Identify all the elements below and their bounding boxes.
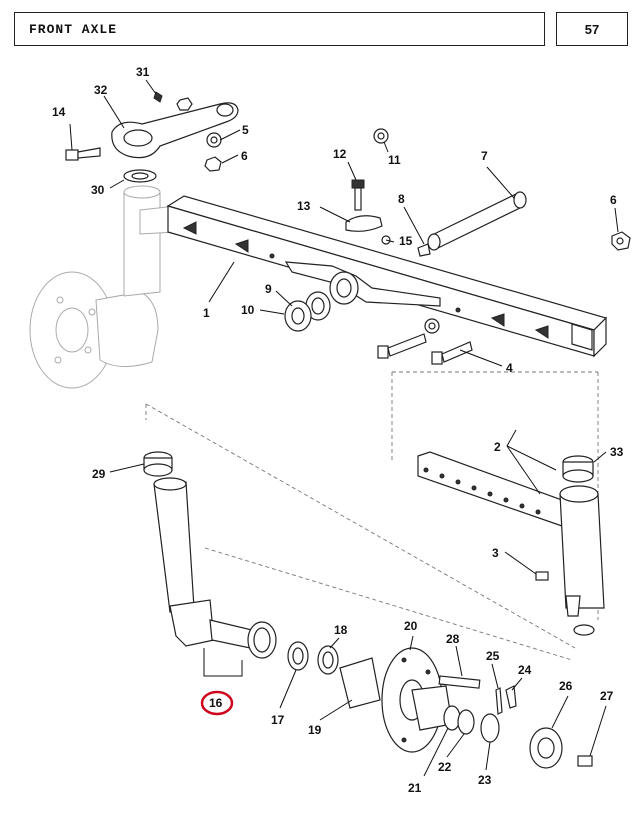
bolt-14 [65, 147, 101, 161]
pivot-pin [427, 191, 527, 251]
callout-6-left: 6 [241, 149, 248, 163]
leader-lines [69, 79, 619, 777]
callout-24: 24 [518, 663, 532, 677]
callout-3: 3 [492, 546, 499, 560]
callout-10: 10 [241, 303, 255, 317]
callout-11: 11 [388, 153, 401, 167]
highlight-ring-16 [200, 690, 234, 716]
callout-17: 17 [271, 713, 285, 727]
callout-19: 19 [308, 723, 322, 737]
callout-6-right: 6 [610, 193, 617, 207]
callout-27: 27 [600, 689, 614, 703]
thrust-washers-9-10 [284, 291, 331, 332]
grease-nipple [577, 755, 593, 767]
callout-28: 28 [446, 632, 460, 646]
bolts-4 [377, 318, 473, 365]
callout-5: 5 [242, 123, 249, 137]
callout-26: 26 [559, 679, 573, 693]
hub-cap [529, 727, 563, 769]
callout-2: 2 [494, 440, 501, 454]
axle-beam [166, 195, 608, 358]
wheel-hub [381, 647, 481, 753]
callout-20: 20 [404, 619, 418, 633]
callout-labels: 1 2 3 4 5 6 6 7 8 9 10 11 12 13 14 15 16… [52, 65, 624, 795]
callout-23: 23 [478, 773, 492, 787]
callout-7: 7 [481, 149, 488, 163]
callout-30: 30 [91, 183, 105, 197]
hub-hardware-21-25 [443, 685, 517, 743]
pin-hardware-8-11-12-13-15 [345, 128, 431, 257]
hardware-31-5-6 [153, 91, 222, 172]
callout-13: 13 [297, 199, 311, 213]
callout-12: 12 [333, 147, 347, 161]
callout-9: 9 [265, 282, 272, 296]
nut-6-right [611, 231, 631, 251]
right-spindle-arm [417, 451, 605, 636]
callout-31: 31 [136, 65, 150, 79]
callout-33: 33 [610, 445, 624, 459]
callout-29: 29 [92, 467, 106, 481]
assembly-guide-lines [145, 371, 599, 661]
lower-spindle [143, 451, 277, 659]
callout-16[interactable]: 16 [209, 696, 223, 710]
callout-8: 8 [398, 192, 405, 206]
left-spindle-hub-assembly [29, 185, 177, 389]
callout-32: 32 [94, 83, 108, 97]
washer-30 [123, 169, 157, 183]
callout-4: 4 [506, 361, 513, 375]
callout-22: 22 [438, 760, 452, 774]
callout-1: 1 [203, 306, 210, 320]
callout-25: 25 [486, 649, 500, 663]
callout-18: 18 [334, 623, 348, 637]
callout-14: 14 [52, 105, 66, 119]
bearings-seals-17-18-19 [287, 641, 381, 709]
page-title: FRONT AXLE [14, 12, 545, 46]
page-number: 57 [556, 12, 628, 46]
steering-arm [111, 102, 239, 159]
callout-15: 15 [399, 234, 413, 248]
callout-21: 21 [408, 781, 422, 795]
